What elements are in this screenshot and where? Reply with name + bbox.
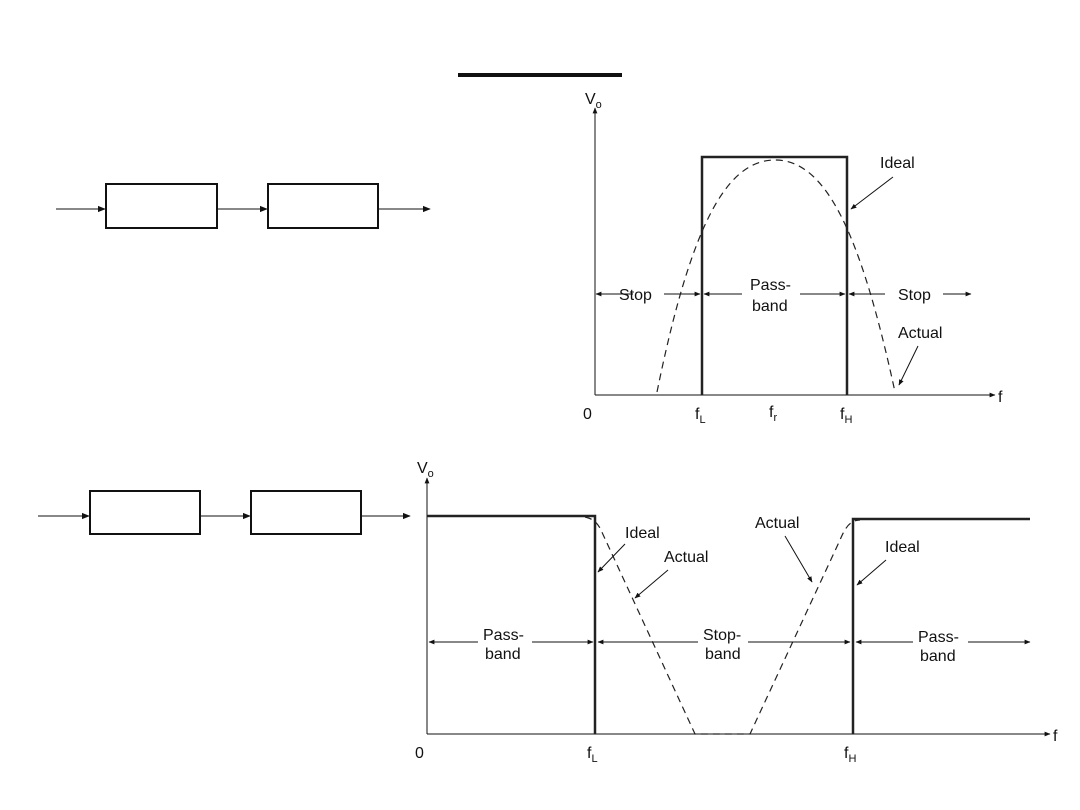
ideal-left-pointer (597, 543, 626, 573)
stopband-label-1: Stop- (703, 627, 741, 644)
filter-block-1 (105, 183, 218, 229)
bandpass-response: Vo f 0 fL fr fH Stop Pass- band Stop Ide… (583, 91, 1003, 426)
actual-pointer (898, 345, 919, 386)
bandstop-response: Vo f 0 fL fH Pass- band Stop- band Pass-… (415, 460, 1058, 765)
ideal-response-curve (427, 514, 1030, 734)
passband-left-label-2: band (485, 646, 521, 663)
stop-right-label: Stop (898, 287, 931, 304)
y-axis-label: Vo (417, 460, 434, 480)
ideal-response-curve (700, 155, 849, 395)
block-diagram-top (56, 183, 431, 229)
stopband-label-2: band (705, 646, 741, 663)
actual-left-label: Actual (664, 549, 708, 566)
actual-response-curve (656, 159, 896, 393)
passband-right-label-1: Pass- (918, 629, 959, 646)
passband-right-label-2: band (920, 648, 956, 665)
ideal-right-label: Ideal (885, 539, 920, 556)
stop-left-label: Stop (619, 287, 652, 304)
f-high-label: fH (844, 745, 856, 765)
f-low-label: fL (695, 406, 706, 426)
filter-block-2 (267, 183, 379, 229)
f-res-label: fr (769, 404, 777, 424)
f-low-label: fL (587, 745, 598, 765)
ideal-label: Ideal (880, 155, 915, 172)
f-high-label: fH (840, 406, 852, 426)
actual-left-pointer (634, 569, 669, 599)
passband-label-2: band (752, 298, 788, 315)
y-axis-label: Vo (585, 91, 602, 111)
passband-left-label-1: Pass- (483, 627, 524, 644)
origin-label: 0 (415, 745, 424, 762)
actual-response-curve (572, 515, 861, 735)
filter-block-1 (89, 490, 201, 535)
filter-block-2 (250, 490, 362, 535)
x-axis-label: f (998, 389, 1003, 406)
actual-label: Actual (898, 325, 942, 342)
block-diagram-bottom (38, 490, 411, 535)
ideal-left-label: Ideal (625, 525, 660, 542)
passband-label-1: Pass- (750, 277, 791, 294)
ideal-right-pointer (856, 559, 887, 586)
actual-right-label: Actual (755, 515, 799, 532)
x-axis-label: f (1053, 728, 1058, 745)
ideal-pointer (850, 176, 894, 210)
actual-right-pointer (784, 535, 813, 583)
origin-label: 0 (583, 406, 592, 423)
